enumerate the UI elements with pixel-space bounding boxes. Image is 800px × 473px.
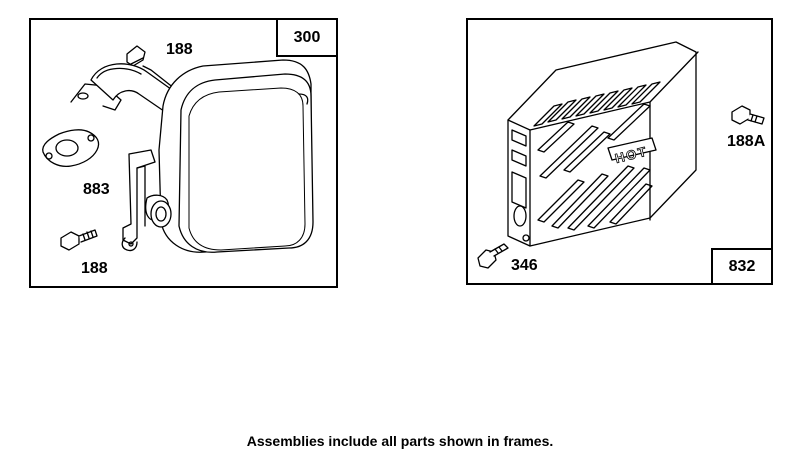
muffler-guard-assembly-frame: 832 HOT: [466, 18, 773, 285]
muffler-body-drawing: [159, 60, 313, 252]
assembly-reference-number: 832: [711, 248, 771, 283]
screw-188a-drawing: [732, 106, 764, 124]
bolt-346-drawing: [478, 244, 508, 268]
footer-note: Assemblies include all parts shown in fr…: [246, 433, 554, 449]
callout-188a: 188A: [727, 133, 766, 150]
callout-188-bottom: 188: [81, 260, 108, 277]
callout-188-top: 188: [166, 41, 193, 58]
muffler-guard-drawing: HOT: [468, 20, 771, 283]
callout-346: 346: [511, 257, 538, 274]
heat-shield-drawing: [508, 42, 698, 246]
muffler-bracket-drawing: [122, 150, 171, 251]
assembly-reference-number: 300: [276, 20, 336, 57]
screw-188-bottom-drawing: [61, 230, 97, 250]
gasket-883-drawing: [43, 130, 99, 167]
callout-883: 883: [83, 181, 110, 198]
muffler-assembly-frame: 300: [29, 18, 338, 288]
muffler-assembly-drawing: [31, 20, 336, 286]
